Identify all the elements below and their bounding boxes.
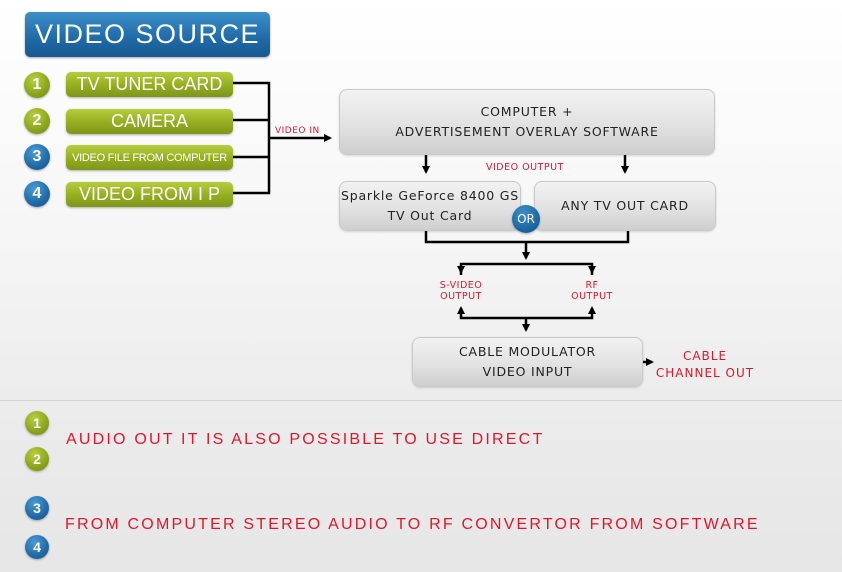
modulator-box-line2: VIDEO INPUT bbox=[482, 364, 573, 379]
section-divider bbox=[0, 400, 842, 401]
audio-badge-3: 3 bbox=[25, 496, 49, 520]
cable-channel-out-label: CABLE CHANNEL OUT bbox=[655, 349, 755, 380]
video-output-label: VIDEO OUTPUT bbox=[486, 162, 564, 173]
source-tv-tuner-card: TV TUNER CARD bbox=[66, 72, 233, 97]
computer-overlay-box: COMPUTER + ADVERTISEMENT OVERLAY SOFTWAR… bbox=[339, 89, 715, 155]
s-video-output-label: S-VIDEO OUTPUT bbox=[439, 280, 483, 302]
video-in-label: VIDEO IN bbox=[275, 126, 320, 136]
audio-badge-1: 1 bbox=[25, 411, 49, 435]
audio-note-1: AUDIO OUT IT IS ALSO POSSIBLE TO USE DIR… bbox=[66, 431, 545, 448]
source-badge-4: 4 bbox=[24, 181, 50, 207]
any-tv-box-line1: ANY TV OUT CARD bbox=[561, 198, 689, 213]
source-badge-2: 2 bbox=[24, 108, 50, 134]
outputs-merge-line bbox=[459, 312, 594, 320]
or-badge: OR bbox=[512, 205, 540, 233]
any-tv-out-card-box: ANY TV OUT CARD bbox=[534, 181, 716, 231]
audio-badge-2: 2 bbox=[25, 447, 49, 471]
sparkle-card-box: Sparkle GeForce 8400 GS TV Out Card bbox=[339, 181, 521, 231]
split-line bbox=[459, 262, 594, 275]
rf-output-label: RF OUTPUT bbox=[571, 280, 613, 302]
source-video-file: VIDEO FILE FROM COMPUTER bbox=[66, 145, 233, 170]
video-source-header: VIDEO SOURCE bbox=[25, 12, 270, 57]
source-badge-3: 3 bbox=[24, 144, 50, 170]
computer-box-line2: ADVERTISEMENT OVERLAY SOFTWARE bbox=[395, 124, 659, 139]
cable-modulator-box: CABLE MODULATOR VIDEO INPUT bbox=[412, 337, 643, 387]
source-badge-1: 1 bbox=[24, 72, 50, 98]
source-camera: CAMERA bbox=[66, 109, 233, 134]
source-bracket bbox=[233, 81, 271, 195]
source-video-from-ip: VIDEO FROM I P bbox=[66, 182, 233, 207]
audio-badge-4: 4 bbox=[25, 535, 49, 559]
sparkle-box-line1: Sparkle GeForce 8400 GS bbox=[340, 188, 520, 203]
modulator-box-line1: CABLE MODULATOR bbox=[458, 344, 597, 359]
audio-note-2: FROM COMPUTER STEREO AUDIO TO RF CONVERT… bbox=[65, 516, 760, 533]
computer-box-line1: COMPUTER + bbox=[480, 104, 574, 119]
sparkle-box-line2: TV Out Card bbox=[387, 208, 473, 223]
